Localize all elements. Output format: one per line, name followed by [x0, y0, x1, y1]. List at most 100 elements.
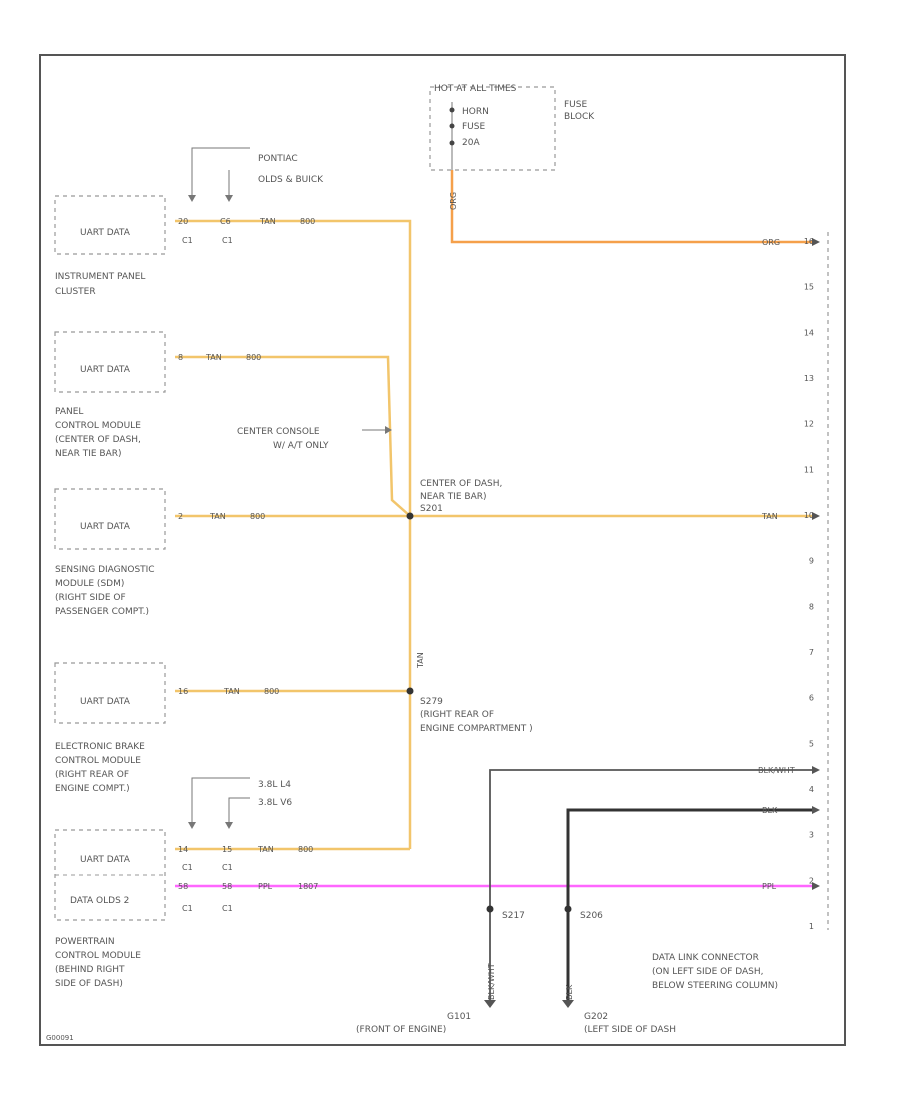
splice-s217 [486, 905, 494, 913]
ipc-box [54, 195, 166, 255]
dlc-arrow-orange-icon [812, 238, 820, 246]
pontiac-label: PONTIAC [258, 154, 298, 164]
ground-right-icon [562, 1000, 574, 1008]
trunk-wire-label: TAN [416, 652, 425, 669]
center-console-arrow-icon [385, 426, 392, 434]
pcm-box2-text: DATA OLDS 2 [70, 896, 129, 906]
ebcm-name-4: ENGINE COMPT.) [55, 784, 130, 794]
tan-wire-panel [175, 355, 411, 517]
dlc-wire-tan: TAN [761, 512, 778, 521]
ipc-circuit: 800 [300, 217, 315, 226]
sdm-box-text: UART DATA [80, 522, 131, 532]
pcm-name-4: SIDE OF DASH) [55, 979, 123, 989]
dlc-wire-ppl: PPL [762, 882, 777, 891]
splice-engine-id: S279 [420, 697, 443, 707]
pcm-pin1-a: 14 [178, 845, 188, 854]
panel-module-box [54, 331, 166, 393]
dlc-arrow-tan-icon [812, 512, 820, 520]
dlc-arrow-ppl-icon [812, 882, 820, 890]
footer-id: G00091 [46, 1034, 74, 1042]
dlc-pin-number: 15 [804, 283, 814, 292]
ebcm-name-2: CONTROL MODULE [55, 756, 141, 766]
ipc-name-1: INSTRUMENT PANEL [55, 272, 145, 282]
ipc-name-2: CLUSTER [55, 287, 96, 297]
l4-arrow-icon [188, 822, 196, 829]
sdm-circuit: 800 [250, 512, 265, 521]
ground-left-splice: S217 [502, 911, 525, 921]
panel-name-4: NEAR TIE BAR) [55, 449, 122, 459]
ground-left-id: G101 [447, 1012, 471, 1022]
dlc-pin-number: 14 [804, 328, 814, 337]
pcm-name-1: POWERTRAIN [55, 937, 115, 947]
pcm-conn1-a: C1 [182, 863, 193, 872]
pcm-circuit2: 1807 [298, 882, 318, 891]
pcm-pin2-b: 58 [222, 882, 232, 891]
panel-wire: TAN [205, 353, 222, 362]
panel-pin: 8 [178, 353, 183, 362]
sdm-name-1: SENSING DIAGNOSTIC [55, 565, 155, 575]
panel-circuit: 800 [246, 353, 261, 362]
panel-box-text: UART DATA [80, 365, 131, 375]
splice-center-label-2: NEAR TIE BAR) [420, 492, 487, 502]
dlc-pin-number: 13 [804, 374, 814, 383]
dlc-arrow-blkwht-icon [812, 766, 820, 774]
ebcm-pin: 16 [178, 687, 188, 696]
dlc-pin-number: 2 [809, 876, 814, 885]
panel-name-1: PANEL [55, 407, 83, 417]
olds-buick-label: OLDS & BUICK [258, 175, 324, 185]
pcm-wire2: PPL [258, 882, 273, 891]
dlc-pin-number: 16 [804, 237, 814, 246]
ipc-pin-a: 20 [178, 217, 188, 226]
pcm-name-2: CONTROL MODULE [55, 951, 141, 961]
ebcm-circuit: 800 [264, 687, 279, 696]
splice-engine-label-2: ENGINE COMPARTMENT ) [420, 724, 533, 734]
fuse-terminal-top [449, 107, 455, 113]
ebcm-box-text: UART DATA [80, 697, 131, 707]
pcm-pin2-a: 58 [178, 882, 188, 891]
dlc-pin-number: 1 [809, 922, 814, 931]
dlc-pin-number: 4 [809, 785, 814, 794]
fuse-block-label-1: FUSE [564, 100, 587, 110]
ground-right-location: (LEFT SIDE OF DASH [584, 1025, 676, 1035]
center-console-label-2: W/ A/T ONLY [273, 441, 329, 451]
panel-name-3: (CENTER OF DASH, [55, 435, 141, 445]
fuse-name: HORN [462, 107, 489, 117]
ground-right-id: G202 [584, 1012, 608, 1022]
center-console-label-1: CENTER CONSOLE [237, 427, 320, 437]
blkwht-wire [489, 769, 815, 1000]
dlc-pin-number: 5 [809, 739, 814, 748]
pontiac-arrow-icon [188, 195, 196, 202]
splice-engine-label-1: (RIGHT REAR OF [420, 710, 494, 720]
sdm-wire: TAN [209, 512, 226, 521]
v6-branch-line [228, 797, 250, 822]
diagram-border [39, 54, 846, 1046]
dlc-pin-number: 9 [809, 557, 814, 566]
pcm-name-3: (BEHIND RIGHT [55, 965, 125, 975]
splice-center-label-1: CENTER OF DASH, [420, 479, 502, 489]
dlc-wire-blkwht: BLK/WHT [758, 766, 795, 775]
ipc-wire: TAN [259, 217, 276, 226]
dlc-wire-orange: ORG [762, 238, 780, 247]
sdm-name-2: MODULE (SDM) [55, 579, 124, 589]
ebcm-box [54, 662, 166, 724]
dlc-wire-blk: BLK [762, 806, 778, 815]
sdm-box [54, 488, 166, 550]
dlc-pin-number: 12 [804, 420, 814, 429]
pcm-conn2-b: C1 [222, 904, 233, 913]
sdm-name-3: (RIGHT SIDE OF [55, 593, 126, 603]
panel-name-2: CONTROL MODULE [55, 421, 141, 431]
sdm-name-4: PASSENGER COMPT.) [55, 607, 149, 617]
ground-right-wire: BLK [565, 984, 574, 1000]
ipc-conn-a: C1 [182, 236, 193, 245]
olds-arrow-icon [225, 195, 233, 202]
fuse-terminal-mid [449, 123, 455, 129]
fuse-terminal-bottom [449, 140, 455, 146]
dlc-pin-number: 10 [804, 511, 814, 520]
blk-wire [566, 808, 815, 1000]
pontiac-branch-line [191, 147, 250, 195]
dlc-name-1: DATA LINK CONNECTOR [652, 953, 759, 963]
ground-left-location: (FRONT OF ENGINE) [356, 1025, 446, 1035]
dlc-pin-number: 8 [809, 602, 814, 611]
dlc-pin-number: 6 [809, 694, 814, 703]
